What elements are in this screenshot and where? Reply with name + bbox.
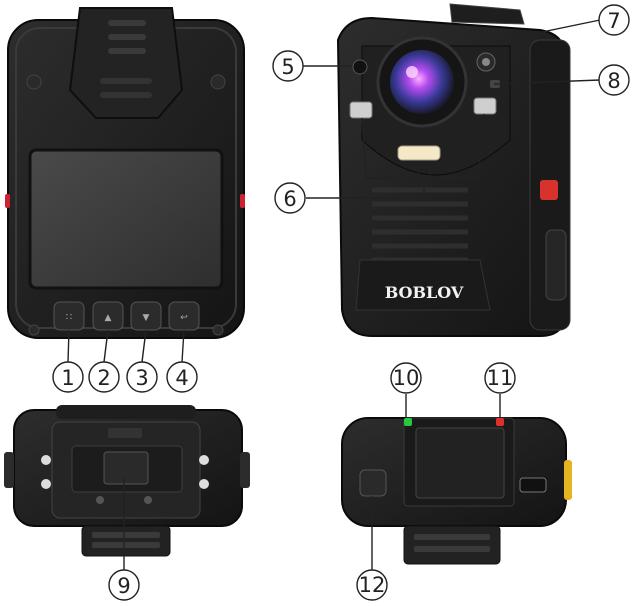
callout-1-label: 1 bbox=[61, 366, 74, 390]
white-led bbox=[398, 146, 440, 160]
brand-logo: BOBLOV bbox=[385, 283, 464, 302]
lcd-screen bbox=[30, 150, 222, 288]
callout-4-label: 4 bbox=[175, 366, 188, 390]
svg-text:▲: ▲ bbox=[105, 313, 112, 323]
callout-5: 5 bbox=[273, 51, 303, 81]
callout-9: 9 bbox=[109, 570, 139, 600]
microphone-icon bbox=[353, 60, 367, 74]
callout-11-label: 11 bbox=[487, 366, 514, 390]
svg-text:↩: ↩ bbox=[180, 313, 188, 323]
callout-2: 2 bbox=[89, 362, 119, 392]
callout-7: 7 bbox=[599, 5, 629, 35]
callout-12: 12 bbox=[357, 570, 387, 600]
callout-8: 8 bbox=[599, 65, 629, 95]
front-view: ∷ ▲ ▼ ↩ bbox=[5, 8, 245, 362]
top-view bbox=[342, 394, 572, 570]
callout-1: 1 bbox=[53, 362, 83, 392]
callout-10: 10 bbox=[391, 363, 421, 393]
status-led-green bbox=[404, 418, 412, 426]
callout-5-label: 5 bbox=[281, 55, 294, 79]
back-view bbox=[4, 405, 250, 570]
angled-view: BOBLOV bbox=[302, 4, 600, 336]
callout-12-label: 12 bbox=[359, 573, 386, 597]
callout-10-label: 10 bbox=[393, 366, 420, 390]
callout-4: 4 bbox=[167, 362, 197, 392]
callout-3: 3 bbox=[127, 362, 157, 392]
infrared-led-right bbox=[474, 98, 496, 114]
callout-2-label: 2 bbox=[97, 366, 110, 390]
side-button[interactable] bbox=[360, 470, 386, 496]
callout-11: 11 bbox=[485, 363, 515, 393]
callout-3-label: 3 bbox=[135, 366, 148, 390]
svg-text:▼: ▼ bbox=[143, 313, 150, 323]
callout-8-label: 8 bbox=[607, 69, 620, 93]
camera-lens bbox=[390, 50, 454, 114]
infrared-led-left bbox=[350, 102, 372, 118]
svg-text:∷: ∷ bbox=[66, 312, 72, 323]
callout-9-label: 9 bbox=[117, 574, 130, 598]
callout-6: 6 bbox=[275, 183, 305, 213]
callout-7-label: 7 bbox=[607, 9, 620, 33]
status-led-red bbox=[496, 418, 504, 426]
callout-6-label: 6 bbox=[283, 187, 296, 211]
